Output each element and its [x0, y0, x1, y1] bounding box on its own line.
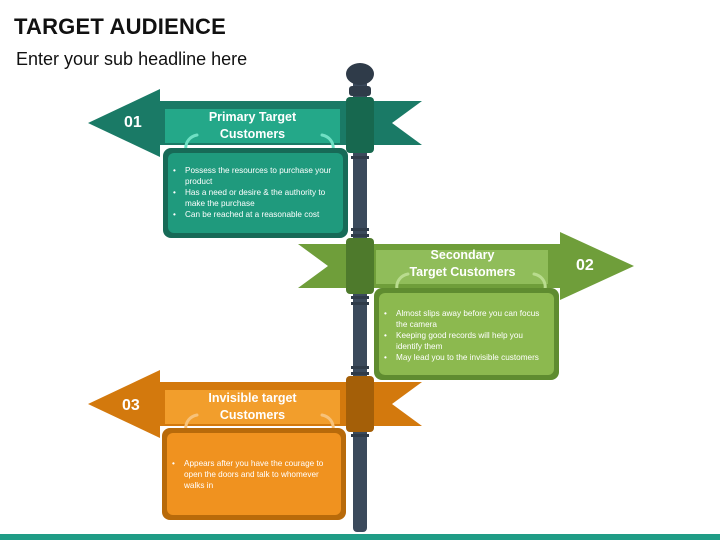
sign-title-3-line1: Invisible target [208, 391, 297, 405]
sign-title-1: Primary Target Customers [170, 109, 335, 143]
sign-title-2: Secondary Target Customers [380, 247, 545, 281]
sign-number-3: 03 [122, 397, 140, 414]
list-item: Has a need or desire & the authority to … [173, 187, 340, 209]
sign-number-2: 02 [576, 257, 594, 274]
page-subtitle: Enter your sub headline here [16, 49, 248, 69]
list-item: Can be reached at a reasonable cost [173, 209, 340, 220]
secondary-card: Almost slips away before you can focus t… [374, 288, 559, 380]
sign-title-1-line1: Primary Target [208, 110, 297, 124]
sign-title-3: Invisible target Customers [170, 390, 335, 424]
secondary-sign [298, 232, 634, 300]
list-item: Possess the resources to purchase your p… [173, 165, 340, 187]
sign-number-1: 01 [124, 114, 142, 131]
bottom-bar [0, 534, 720, 540]
sign-title-1-line2: Customers [219, 127, 286, 141]
invisible-card: Appears after you have the courage to op… [162, 428, 346, 520]
primary-bullet-list: Possess the resources to purchase your p… [173, 165, 340, 220]
invisible-sign [88, 370, 422, 438]
primary-sign [88, 89, 422, 157]
invisible-bullet-list: Appears after you have the courage to op… [172, 458, 338, 491]
primary-card: Possess the resources to purchase your p… [163, 148, 348, 238]
secondary-bullet-list: Almost slips away before you can focus t… [384, 308, 551, 363]
list-item: May lead you to the invisible customers [384, 352, 551, 363]
list-item: Appears after you have the courage to op… [172, 458, 338, 491]
list-item: Almost slips away before you can focus t… [384, 308, 551, 330]
sign-title-3-line2: Customers [219, 408, 286, 422]
sign-title-2-line1: Secondary [430, 248, 495, 262]
list-item: Keeping good records will help you ident… [384, 330, 551, 352]
page-title: TARGET AUDIENCE [14, 14, 226, 39]
sign-title-2-line2: Target Customers [409, 265, 516, 279]
pole-cap [346, 63, 374, 85]
